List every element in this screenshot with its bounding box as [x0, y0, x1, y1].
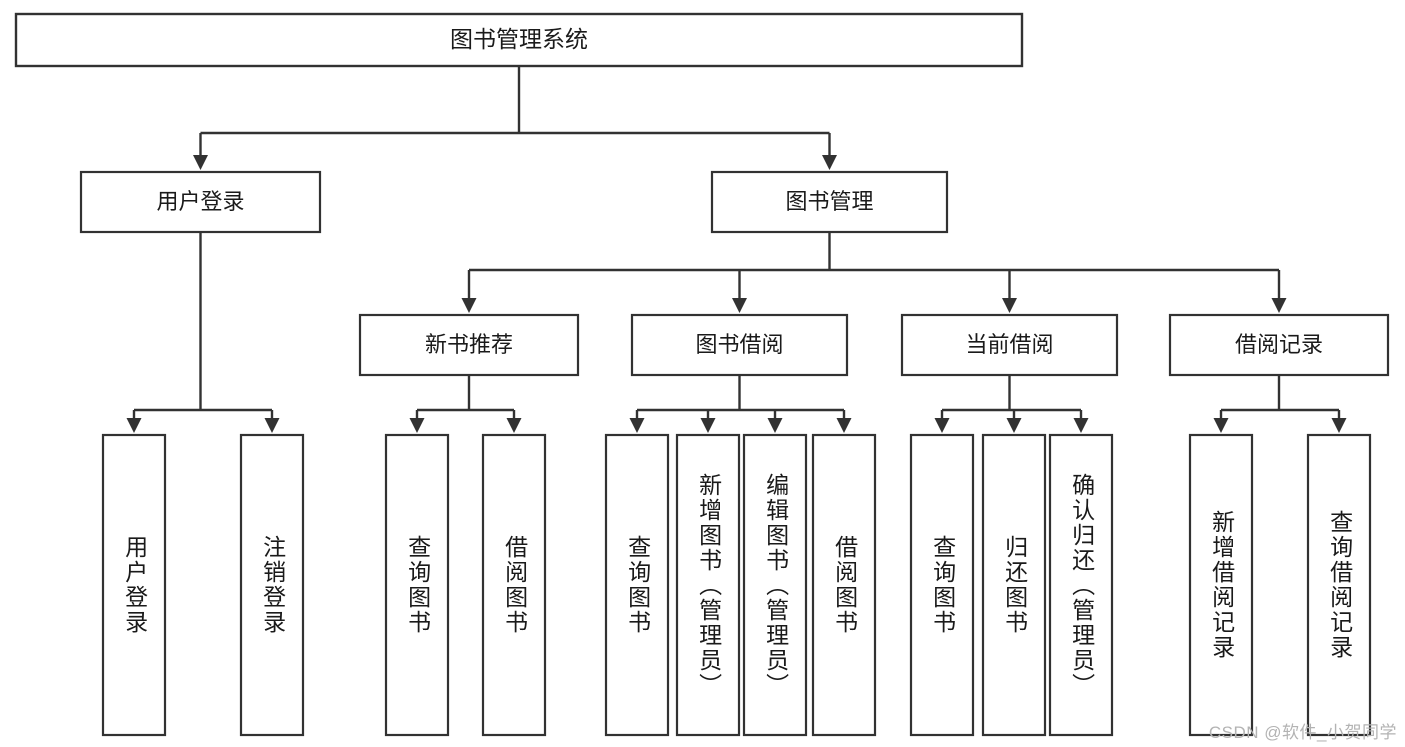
node-level1-1[interactable] [79, 170, 322, 234]
node-leaf-3[interactable] [384, 433, 450, 737]
node-label-level2-2: 图书借阅 [695, 332, 783, 357]
node-leaf-7[interactable] [742, 433, 808, 737]
arrow-head-icon [1073, 418, 1089, 433]
arrow-head-icon [193, 155, 208, 170]
node-leaf-2[interactable] [239, 433, 305, 737]
node-label-level2-4: 借阅记录 [1235, 332, 1323, 357]
arrow-head-icon [836, 418, 852, 433]
arrow-head-icon [1006, 418, 1022, 433]
node-label-root: 图书管理系统 [450, 26, 588, 52]
arrow-head-icon [822, 155, 837, 170]
node-leaf-9[interactable] [909, 433, 975, 737]
node-leaf-11[interactable] [1048, 433, 1114, 737]
arrow-head-icon [1002, 298, 1017, 313]
arrow-head-icon [1331, 418, 1347, 433]
arrow-head-icon [732, 298, 747, 313]
node-label-level1-1: 用户登录 [156, 189, 244, 214]
arrow-head-icon [934, 418, 950, 433]
node-level2-4[interactable] [1168, 313, 1390, 377]
node-leaf-12[interactable] [1188, 433, 1254, 737]
node-leaf-10[interactable] [981, 433, 1047, 737]
arrow-head-icon [1271, 298, 1287, 313]
node-label-level1-2: 图书管理 [785, 189, 873, 214]
boxes-layer [14, 12, 1390, 737]
node-leaf-4[interactable] [481, 433, 547, 737]
node-leaf-5[interactable] [604, 433, 670, 737]
arrow-head-icon [461, 298, 477, 313]
edges-layer [126, 66, 1347, 433]
node-level1-2[interactable] [710, 170, 949, 234]
node-leaf-8[interactable] [811, 433, 877, 737]
node-level2-1[interactable] [358, 313, 580, 377]
arrow-head-icon [767, 418, 783, 433]
arrow-head-icon [126, 418, 142, 433]
node-leaf-6[interactable] [675, 433, 741, 737]
watermark-text: CSDN @软件_小贺同学 [1208, 723, 1397, 742]
node-label-level2-3: 当前借阅 [965, 332, 1053, 357]
node-leaf-13[interactable] [1306, 433, 1372, 737]
node-level2-2[interactable] [630, 313, 849, 377]
node-level2-3[interactable] [900, 313, 1119, 377]
node-root-system[interactable] [14, 12, 1024, 68]
arrow-head-icon [1213, 418, 1229, 433]
arrow-head-icon [264, 418, 280, 433]
arrow-head-icon [506, 418, 522, 433]
arrow-head-icon [409, 418, 425, 433]
arrow-head-icon [629, 418, 645, 433]
node-leaf-1[interactable] [101, 433, 167, 737]
arrow-head-icon [700, 418, 716, 433]
node-label-level2-1: 新书推荐 [425, 332, 513, 357]
